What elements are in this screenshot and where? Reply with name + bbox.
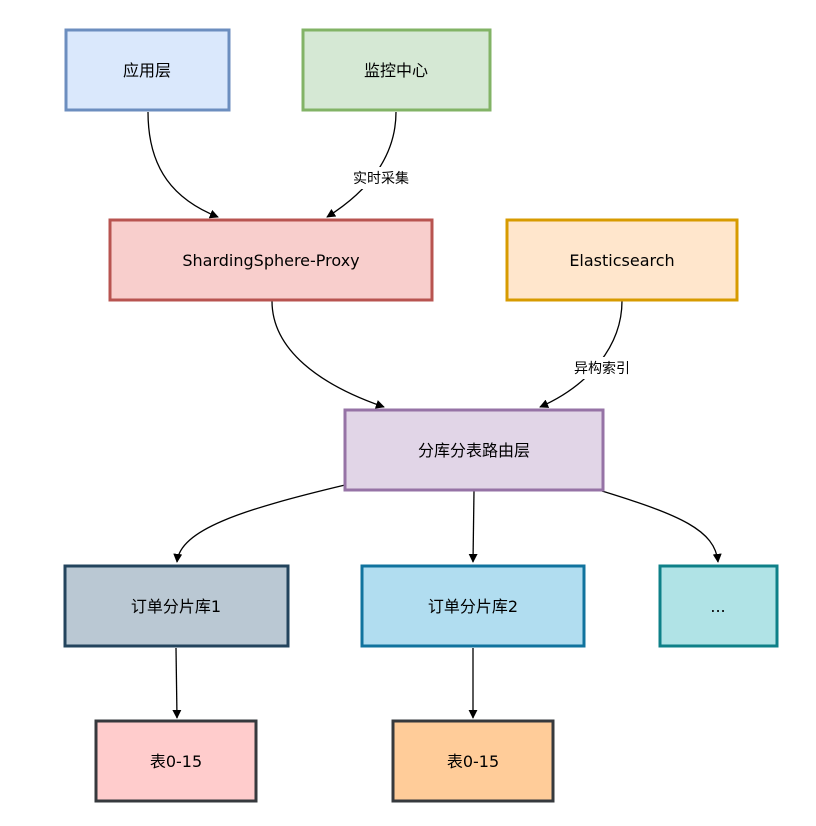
node-db1-label: 订单分片库1: [131, 597, 221, 616]
edge-label-heterogeneous-index: 异构索引: [574, 360, 630, 377]
node-table1-box: [94, 719, 258, 803]
node-order-db-1: 订单分片库1: [63, 564, 290, 648]
node-table2-label: 表0-15: [447, 752, 499, 771]
node-es-label: Elasticsearch: [569, 251, 674, 270]
node-router-label: 分库分表路由层: [418, 441, 530, 460]
node-monitor-box: [301, 28, 492, 112]
node-more-box: [658, 564, 779, 648]
edge-app-to-proxy: [147, 111, 219, 219]
node-db1-box: [63, 564, 290, 648]
edge-router-to-db2: [468, 490, 478, 563]
edge-monitor-to-proxy: 实时采集: [326, 111, 416, 218]
node-db2-label: 订单分片库2: [428, 597, 518, 616]
edge-router-to-more: [601, 490, 722, 563]
node-sharding-proxy: ShardingSphere-Proxy: [108, 218, 434, 302]
node-more-label: ...: [710, 597, 725, 616]
edge-es-to-router: 异构索引: [539, 300, 637, 408]
node-routing-layer: 分库分表路由层: [343, 408, 605, 492]
node-elasticsearch: Elasticsearch: [505, 218, 739, 302]
node-db2-box: [360, 564, 586, 648]
node-app-label: 应用层: [123, 61, 171, 80]
node-monitor-center: 监控中心: [301, 28, 492, 112]
edge-label-realtime-collect: 实时采集: [353, 170, 409, 187]
node-proxy-box: [108, 218, 434, 302]
node-table-1: 表0-15: [94, 719, 258, 803]
node-application-layer: 应用层: [64, 28, 231, 112]
node-router-box: [343, 408, 605, 492]
node-monitor-label: 监控中心: [364, 61, 428, 80]
node-table1-label: 表0-15: [150, 752, 202, 771]
node-order-db-2: 订单分片库2: [360, 564, 586, 648]
edge-router-to-db1: [173, 484, 346, 563]
edge-proxy-to-router: [271, 300, 385, 409]
node-table-2: 表0-15: [391, 719, 555, 803]
node-proxy-label: ShardingSphere-Proxy: [182, 251, 359, 270]
node-es-box: [505, 218, 739, 302]
node-app-box: [64, 28, 231, 112]
node-more-dbs: ...: [658, 564, 779, 648]
edge-db1-to-table1: [172, 647, 182, 719]
node-table2-box: [391, 719, 555, 803]
